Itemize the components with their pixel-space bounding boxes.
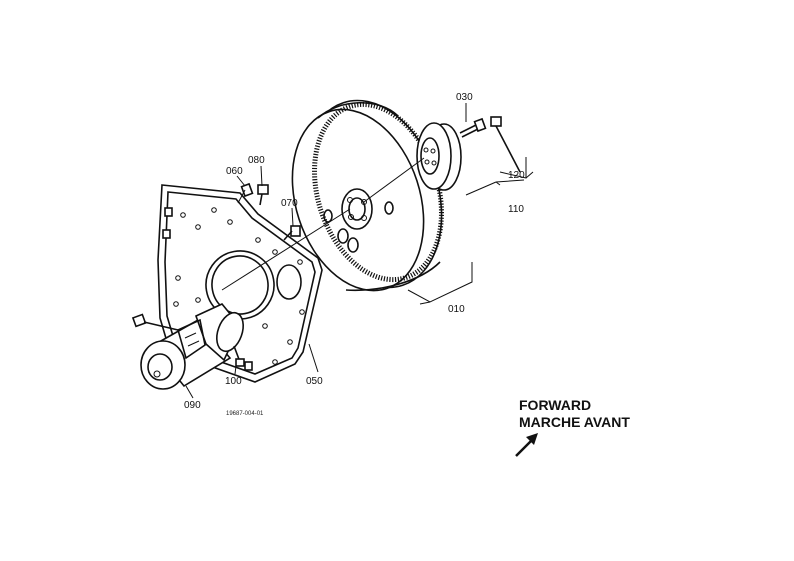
direction-label-en: FORWARD xyxy=(519,397,591,413)
direction-label-fr: MARCHE AVANT xyxy=(519,414,630,430)
coupling-disc xyxy=(416,122,462,191)
label-110: 110 xyxy=(508,204,524,215)
label-060: 060 xyxy=(226,166,243,177)
pin-part xyxy=(237,182,254,204)
flywheel-bolt xyxy=(459,117,487,138)
label-070: 070 xyxy=(281,198,298,209)
label-100: 100 xyxy=(225,376,242,387)
starter-bolt xyxy=(233,345,245,367)
forward-arrow-icon xyxy=(515,433,538,457)
coupling-bolt xyxy=(490,116,521,173)
plate-bolt-middle xyxy=(283,225,301,241)
label-030: 030 xyxy=(456,92,473,103)
starter-motor xyxy=(131,303,244,390)
flywheel xyxy=(291,99,444,292)
drawing-code: 19687-004-01 xyxy=(226,411,264,417)
plate-bolt-upper xyxy=(257,184,269,206)
label-010: 010 xyxy=(448,304,465,315)
label-120: 120 xyxy=(508,170,525,181)
label-090: 090 xyxy=(184,400,201,411)
label-050: 050 xyxy=(306,376,323,387)
label-080: 080 xyxy=(248,155,265,166)
